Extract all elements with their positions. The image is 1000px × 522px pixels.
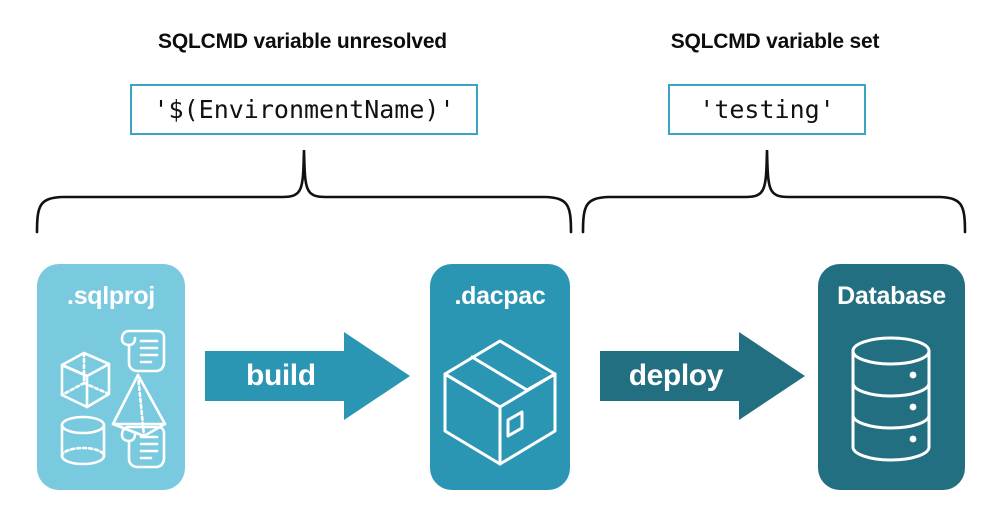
node-card-database-label: Database bbox=[837, 282, 946, 310]
node-card-sqlproj: .sqlproj bbox=[37, 264, 185, 490]
code-box-set-variable: 'testing' bbox=[668, 84, 866, 135]
code-box-unresolved-variable: '$(EnvironmentName)' bbox=[130, 84, 478, 135]
sqlproj-artwork bbox=[60, 329, 167, 469]
package-box-icon bbox=[443, 339, 557, 466]
dacpac-artwork bbox=[443, 339, 557, 466]
database-artwork bbox=[851, 336, 931, 462]
brace-left-icon bbox=[35, 149, 573, 234]
node-card-sqlproj-label: .sqlproj bbox=[67, 282, 155, 310]
node-card-dacpac-label: .dacpac bbox=[454, 282, 546, 310]
arrow-deploy: deploy bbox=[600, 330, 805, 422]
arrow-deploy-shape bbox=[600, 332, 805, 420]
scroll-icon bbox=[120, 425, 166, 469]
scroll-icon bbox=[120, 329, 166, 373]
section-title-left: SQLCMD variable unresolved bbox=[158, 30, 447, 53]
code-box-left-text: '$(EnvironmentName)' bbox=[153, 95, 455, 124]
arrow-build: build bbox=[205, 330, 410, 422]
section-title-right: SQLCMD variable set bbox=[670, 30, 880, 53]
node-card-dacpac: .dacpac bbox=[430, 264, 570, 490]
cylinder-icon bbox=[60, 415, 106, 466]
cube-icon bbox=[60, 351, 111, 409]
node-card-database: Database bbox=[818, 264, 965, 490]
arrow-build-shape bbox=[205, 332, 410, 420]
code-box-right-text: 'testing' bbox=[699, 95, 835, 124]
database-cylinder-icon bbox=[851, 336, 931, 462]
brace-right-icon bbox=[581, 149, 967, 234]
